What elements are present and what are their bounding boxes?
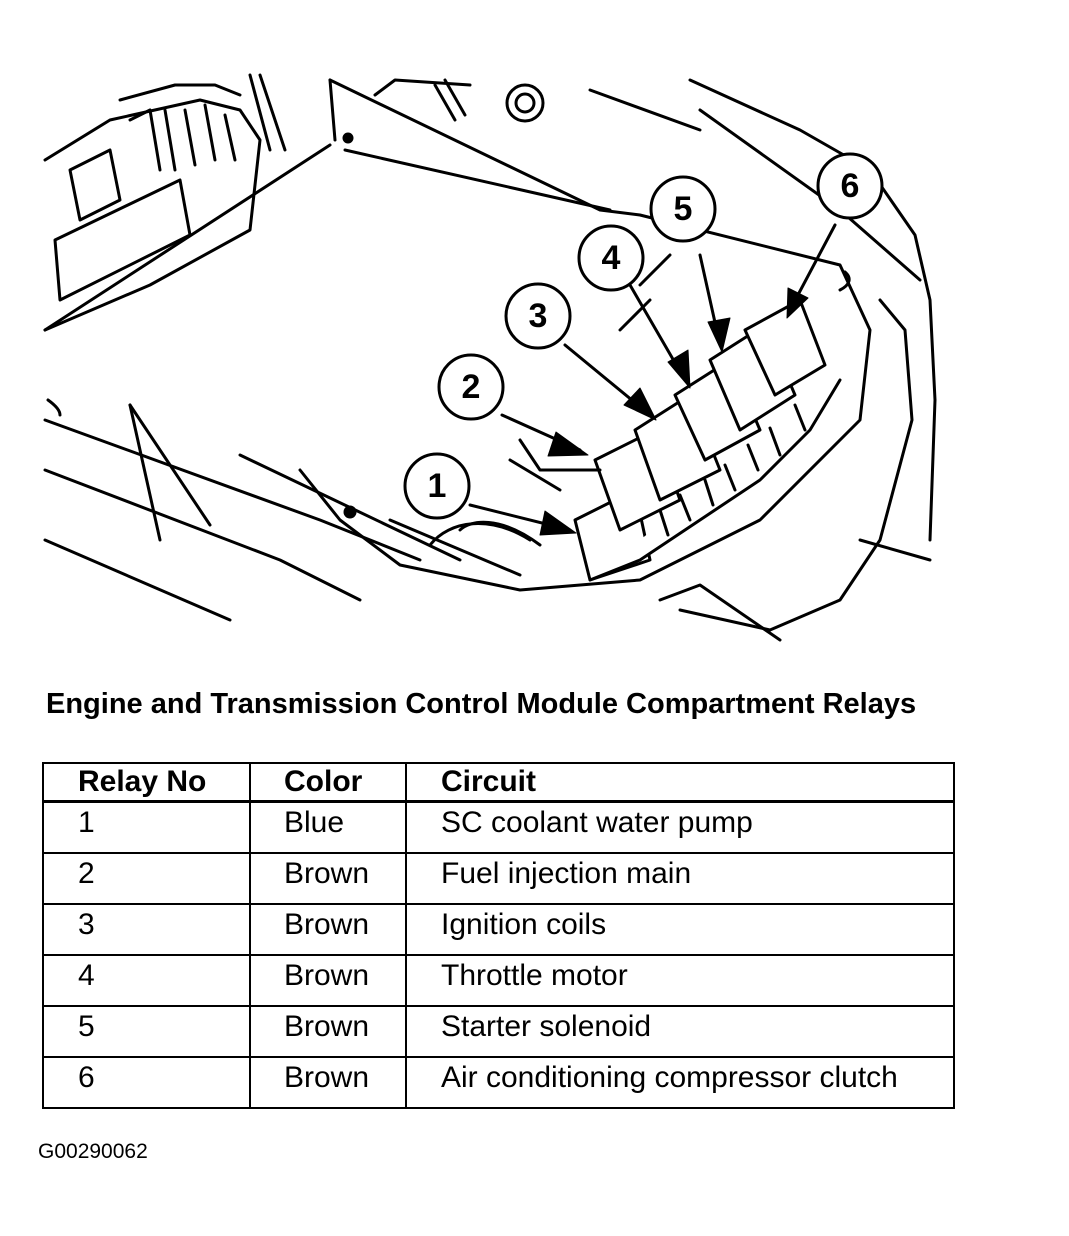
table-row: 4 Brown Throttle motor bbox=[42, 953, 955, 1007]
callout-label: 5 bbox=[674, 190, 693, 228]
column-header-color: Color bbox=[249, 762, 407, 803]
relay-circuit-cell: SC coolant water pump bbox=[405, 800, 955, 854]
relay-number-cell: 2 bbox=[42, 851, 251, 905]
relay-circuit-cell: Air conditioning compressor clutch bbox=[405, 1055, 955, 1109]
mount-hole bbox=[343, 505, 357, 519]
column-header-relay-no: Relay No bbox=[42, 762, 251, 803]
relay-row bbox=[573, 298, 842, 582]
table-row: 1 Blue SC coolant water pump bbox=[42, 800, 955, 854]
diagram-title: Engine and Transmission Control Module C… bbox=[46, 688, 917, 720]
grommet bbox=[505, 83, 545, 123]
callout-label: 1 bbox=[428, 467, 447, 505]
relay-circuit-cell: Ignition coils bbox=[405, 902, 955, 956]
relay-color-cell: Brown bbox=[249, 953, 407, 1007]
callout-label: 2 bbox=[462, 368, 481, 406]
column-header-circuit: Circuit bbox=[405, 762, 955, 803]
relay-number-cell: 6 bbox=[42, 1055, 251, 1109]
callout-arrowheads bbox=[539, 287, 809, 536]
relay-number-cell: 5 bbox=[42, 1004, 251, 1058]
relay-terminals bbox=[428, 253, 807, 547]
table-row: 5 Brown Starter solenoid bbox=[42, 1004, 955, 1058]
table-row: 3 Brown Ignition coils bbox=[42, 902, 955, 956]
relay-circuit-cell: Throttle motor bbox=[405, 953, 955, 1007]
relay-color-cell: Brown bbox=[249, 851, 407, 905]
mount-hole bbox=[342, 132, 354, 144]
relay-table: Relay No Color Circuit 1 Blue SC coolant… bbox=[42, 762, 955, 1109]
relay-color-cell: Brown bbox=[249, 902, 407, 956]
relay-number-cell: 4 bbox=[42, 953, 251, 1007]
callout-label: 6 bbox=[841, 167, 860, 205]
relay-color-cell: Brown bbox=[249, 1004, 407, 1058]
relay-circuit-cell: Fuel injection main bbox=[405, 851, 955, 905]
relay-color-cell: Brown bbox=[249, 1055, 407, 1109]
figure-id: G00290062 bbox=[38, 1140, 148, 1163]
callout-label: 4 bbox=[602, 239, 621, 277]
connector-block bbox=[43, 73, 287, 332]
engine-compartment-illustration: 1 2 3 4 5 6 bbox=[43, 73, 937, 642]
callout-label: 3 bbox=[529, 297, 548, 335]
relay-number-cell: 3 bbox=[42, 902, 251, 956]
table-row: 6 Brown Air conditioning compressor clut… bbox=[42, 1055, 955, 1109]
relay-color-cell: Blue bbox=[249, 800, 407, 854]
table-row: 2 Brown Fuel injection main bbox=[42, 851, 955, 905]
relay-number-cell: 1 bbox=[42, 800, 251, 854]
callout-circles bbox=[403, 152, 884, 520]
table-header-row: Relay No Color Circuit bbox=[42, 762, 955, 803]
relay-circuit-cell: Starter solenoid bbox=[405, 1004, 955, 1058]
